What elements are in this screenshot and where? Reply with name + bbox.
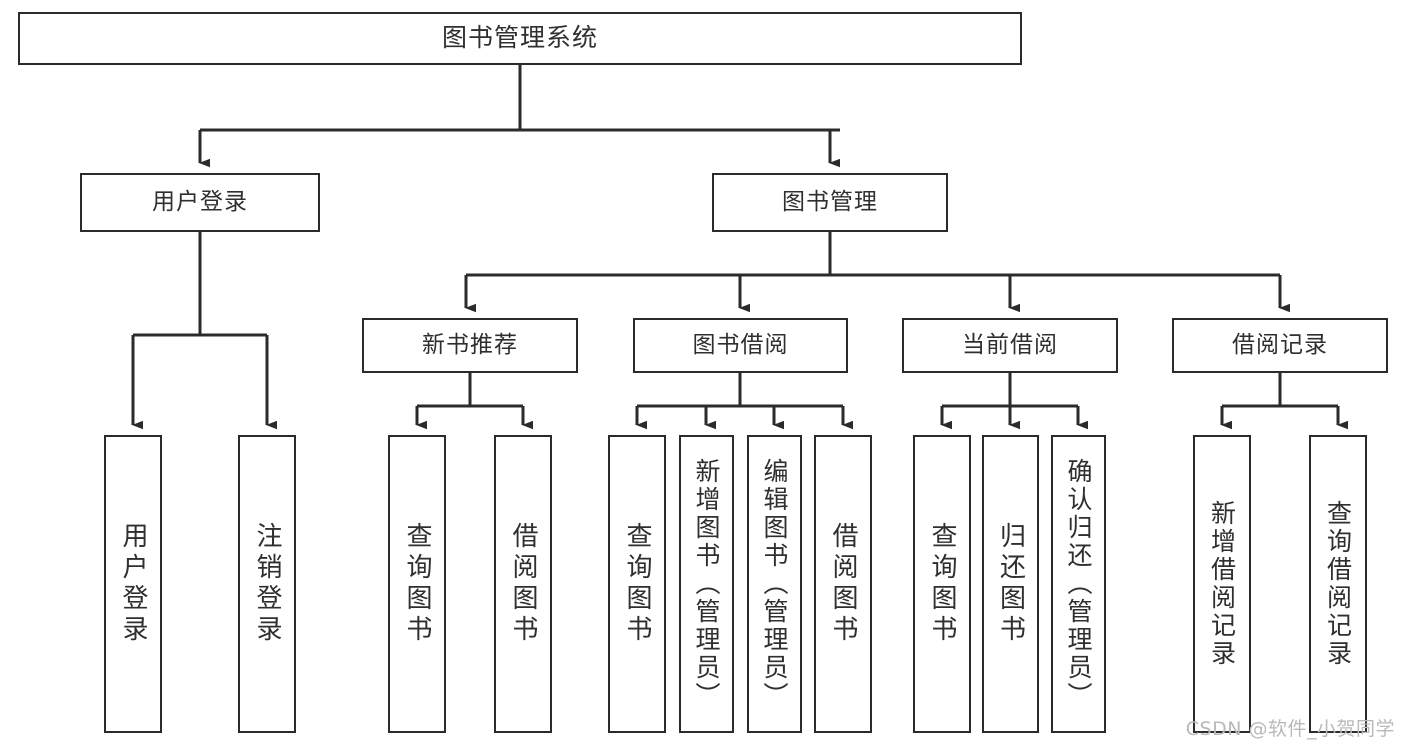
- node-leaf-add-record[interactable]: 新增借阅记录: [1193, 435, 1251, 733]
- node-leaf-query-book-1[interactable]: 查询图书: [388, 435, 446, 733]
- node-leaf-edit-book-label: 编辑图书（管理员）: [760, 458, 789, 710]
- node-book-manage[interactable]: 图书管理: [712, 173, 948, 232]
- node-book-borrow[interactable]: 图书借阅: [633, 318, 848, 373]
- node-leaf-user-login-label: 用户登录: [118, 522, 148, 646]
- node-new-book-recommend-label: 新书推荐: [422, 332, 518, 359]
- node-leaf-query-book-2-label: 查询图书: [622, 522, 652, 646]
- node-leaf-query-book-3-label: 查询图书: [927, 522, 957, 646]
- node-root-label: 图书管理系统: [441, 23, 598, 53]
- node-leaf-add-book[interactable]: 新增图书（管理员）: [679, 435, 734, 733]
- node-user-login[interactable]: 用户登录: [80, 173, 320, 232]
- node-leaf-user-logout[interactable]: 注销登录: [238, 435, 296, 733]
- node-book-borrow-label: 图书借阅: [692, 332, 789, 359]
- node-leaf-edit-book[interactable]: 编辑图书（管理员）: [747, 435, 802, 733]
- node-book-manage-label: 图书管理: [782, 189, 878, 216]
- node-new-book-recommend[interactable]: 新书推荐: [362, 318, 578, 373]
- node-leaf-borrow-book-1[interactable]: 借阅图书: [494, 435, 552, 733]
- node-leaf-user-login[interactable]: 用户登录: [104, 435, 162, 733]
- node-borrow-record[interactable]: 借阅记录: [1172, 318, 1388, 373]
- node-leaf-query-book-3[interactable]: 查询图书: [913, 435, 971, 733]
- node-leaf-add-book-label: 新增图书（管理员）: [692, 458, 721, 710]
- node-root[interactable]: 图书管理系统: [18, 12, 1022, 65]
- node-leaf-user-logout-label: 注销登录: [252, 522, 282, 646]
- node-leaf-query-book-1-label: 查询图书: [402, 522, 432, 646]
- node-leaf-borrow-book-2[interactable]: 借阅图书: [814, 435, 872, 733]
- node-leaf-borrow-book-1-label: 借阅图书: [508, 522, 538, 646]
- node-leaf-borrow-book-2-label: 借阅图书: [828, 522, 858, 646]
- node-leaf-confirm-return-label: 确认归还（管理员）: [1064, 458, 1093, 710]
- node-leaf-return-book-label: 归还图书: [995, 522, 1026, 646]
- node-leaf-confirm-return[interactable]: 确认归还（管理员）: [1051, 435, 1106, 733]
- node-leaf-add-record-label: 新增借阅记录: [1207, 500, 1237, 668]
- node-current-borrow[interactable]: 当前借阅: [902, 318, 1118, 373]
- node-leaf-query-book-2[interactable]: 查询图书: [608, 435, 666, 733]
- node-current-borrow-label: 当前借阅: [962, 332, 1058, 359]
- watermark: CSDN @软件_小贺同学: [1185, 718, 1395, 740]
- node-user-login-label: 用户登录: [152, 189, 248, 216]
- node-leaf-query-record[interactable]: 查询借阅记录: [1309, 435, 1367, 733]
- node-leaf-query-record-label: 查询借阅记录: [1323, 500, 1353, 668]
- node-leaf-return-book[interactable]: 归还图书: [982, 435, 1039, 733]
- node-borrow-record-label: 借阅记录: [1232, 332, 1328, 359]
